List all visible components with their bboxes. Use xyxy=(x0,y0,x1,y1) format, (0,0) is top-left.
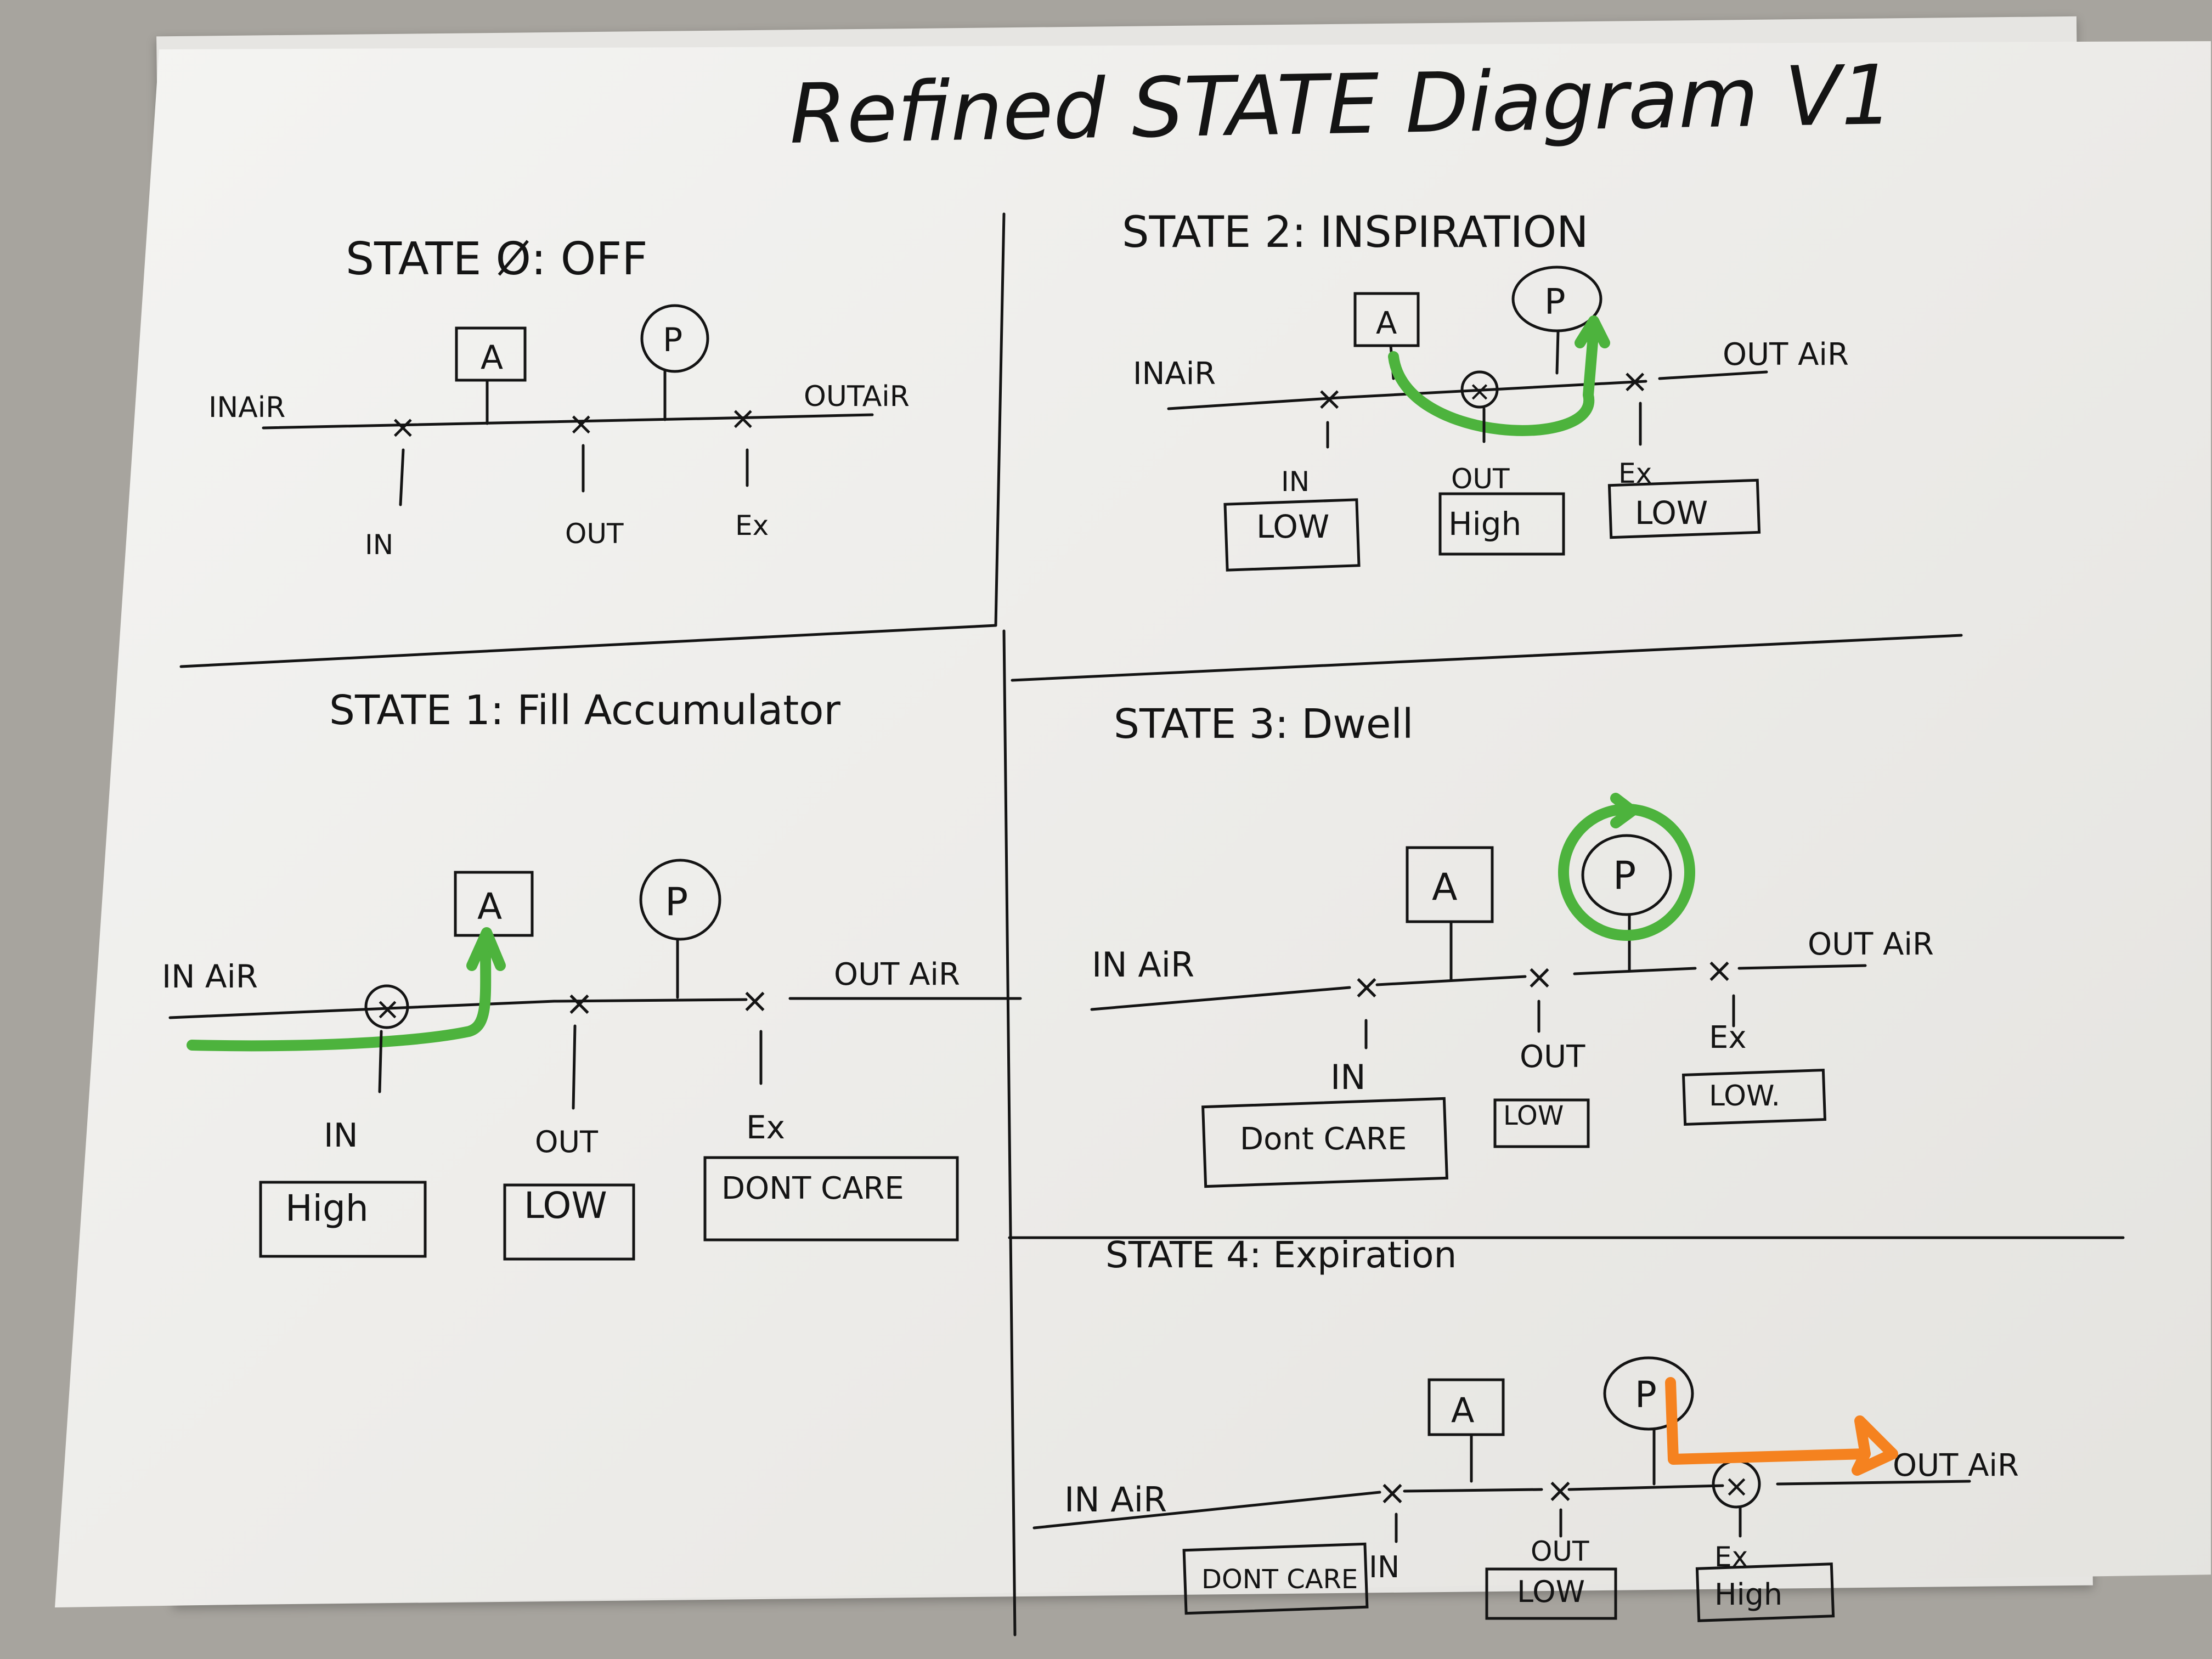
state-3-title: STATE 3: Dwell xyxy=(1114,701,1413,748)
state-4-ex-setting: High xyxy=(1714,1577,1782,1612)
state-0-panel: STATE Ø: OFF INAiR OUTAiR × × × A P IN O… xyxy=(208,233,910,561)
state-0-pressure: P xyxy=(663,321,682,359)
state-3-ex-label: Ex xyxy=(1709,1020,1747,1056)
quadrant-dividers xyxy=(179,212,2125,1637)
state-3-valve-out-x: × xyxy=(1525,957,1554,997)
state-0-ex-label: Ex xyxy=(735,510,769,541)
state-0-out-label: OUT xyxy=(565,518,624,550)
state-0-valve-ex-x: × xyxy=(730,399,757,437)
state-3-ex-setting: LOW. xyxy=(1709,1080,1780,1113)
state-0-in-label: IN xyxy=(365,529,393,561)
state-2-out-air-label: OUT AiR xyxy=(1723,337,1849,373)
state-4-in-air-label: IN AiR xyxy=(1064,1480,1167,1520)
state-1-valve-out-x: × xyxy=(565,983,594,1023)
state-1-ex-setting: DONT CARE xyxy=(721,1171,904,1206)
state-0-accumulator: A xyxy=(481,338,503,377)
state-4-valve-in-x: × xyxy=(1378,1472,1407,1513)
state-1-valve-ex-x: × xyxy=(741,980,769,1020)
state-1-pressure: P xyxy=(665,879,688,924)
state-3-valve-ex-x: × xyxy=(1705,950,1734,990)
state-2-accumulator: A xyxy=(1376,306,1397,341)
state-2-in-setting: LOW xyxy=(1256,508,1329,545)
state-4-accumulator: A xyxy=(1451,1390,1474,1430)
state-1-ex-label: Ex xyxy=(746,1109,785,1146)
state-3-out-label: OUT xyxy=(1520,1039,1585,1075)
state-3-out-air-label: OUT AiR xyxy=(1808,927,1934,962)
state-4-in-setting: DONT CARE xyxy=(1201,1564,1358,1595)
state-3-out-setting: LOW xyxy=(1503,1101,1564,1131)
state-3-in-label: IN xyxy=(1330,1057,1366,1097)
state-1-valve-in-x: × xyxy=(375,991,400,1027)
paper-sheet xyxy=(55,41,2211,1607)
state-1-out-label: OUT xyxy=(535,1125,599,1159)
state-1-out-setting: LOW xyxy=(524,1184,607,1227)
state-4-in-label: IN xyxy=(1369,1550,1400,1584)
state-1-panel: STATE 1: Fill Accumulator IN AiR OUT AiR… xyxy=(162,687,1022,1261)
diagram-title: Refined STATE Diagram V1 xyxy=(789,48,1894,162)
state-2-title: STATE 2: INSPIRATION xyxy=(1122,208,1588,257)
state-2-valve-ex-x: × xyxy=(1621,362,1649,400)
state-1-in-setting: High xyxy=(285,1187,369,1229)
state-4-out-air-label: OUT AiR xyxy=(1893,1448,2019,1483)
state-2-out-setting: High xyxy=(1448,505,1521,543)
state-3-in-air-label: IN AiR xyxy=(1092,945,1194,985)
state-2-ex-setting: LOW xyxy=(1635,494,1708,532)
state-0-out-air-label: OUTAiR xyxy=(804,380,910,413)
state-4-out-label: OUT xyxy=(1531,1536,1589,1567)
state-4-title: STATE 4: Expiration xyxy=(1105,1234,1457,1276)
state-3-in-setting: Dont CARE xyxy=(1240,1121,1407,1157)
state-0-valve-out-x: × xyxy=(568,405,595,442)
state-4-valve-out-x: × xyxy=(1546,1470,1575,1510)
state-0-valve-in-x: × xyxy=(390,408,416,445)
state-3-pressure: P xyxy=(1613,853,1636,898)
state-2-in-air-label: INAiR xyxy=(1133,356,1216,392)
state-2-pressure: P xyxy=(1544,282,1566,323)
state-2-valve-out-x: × xyxy=(1468,375,1491,407)
state-1-in-air-label: IN AiR xyxy=(162,958,258,995)
state-2-out-label: OUT xyxy=(1451,463,1510,495)
state-1-title: STATE 1: Fill Accumulator xyxy=(329,687,840,734)
state-3-panel: STATE 3: Dwell IN AiR OUT AiR × × × A P … xyxy=(1090,701,1934,1188)
state-4-pressure: P xyxy=(1635,1374,1657,1416)
state-4-panel: STATE 4: Expiration IN AiR OUT AiR × × ×… xyxy=(1032,1234,2019,1622)
state-2-in-label: IN xyxy=(1281,466,1310,498)
state-3-valve-in-x: × xyxy=(1352,967,1381,1007)
state-0-in-air-label: INAiR xyxy=(208,391,285,424)
state-1-out-air-label: OUT AiR xyxy=(834,957,960,992)
state-3-accumulator: A xyxy=(1432,866,1458,909)
state-2-panel: STATE 2: INSPIRATION INAiR OUT AiR × × ×… xyxy=(1122,208,1849,572)
state-0-title: STATE Ø: OFF xyxy=(346,233,648,285)
state-2-valve-in-x: × xyxy=(1316,380,1343,418)
state-1-accumulator: A xyxy=(477,885,502,928)
state-4-valve-ex-x: × xyxy=(1724,1469,1750,1504)
state-4-out-setting: LOW xyxy=(1517,1575,1585,1609)
state-1-in-label: IN xyxy=(324,1116,358,1155)
